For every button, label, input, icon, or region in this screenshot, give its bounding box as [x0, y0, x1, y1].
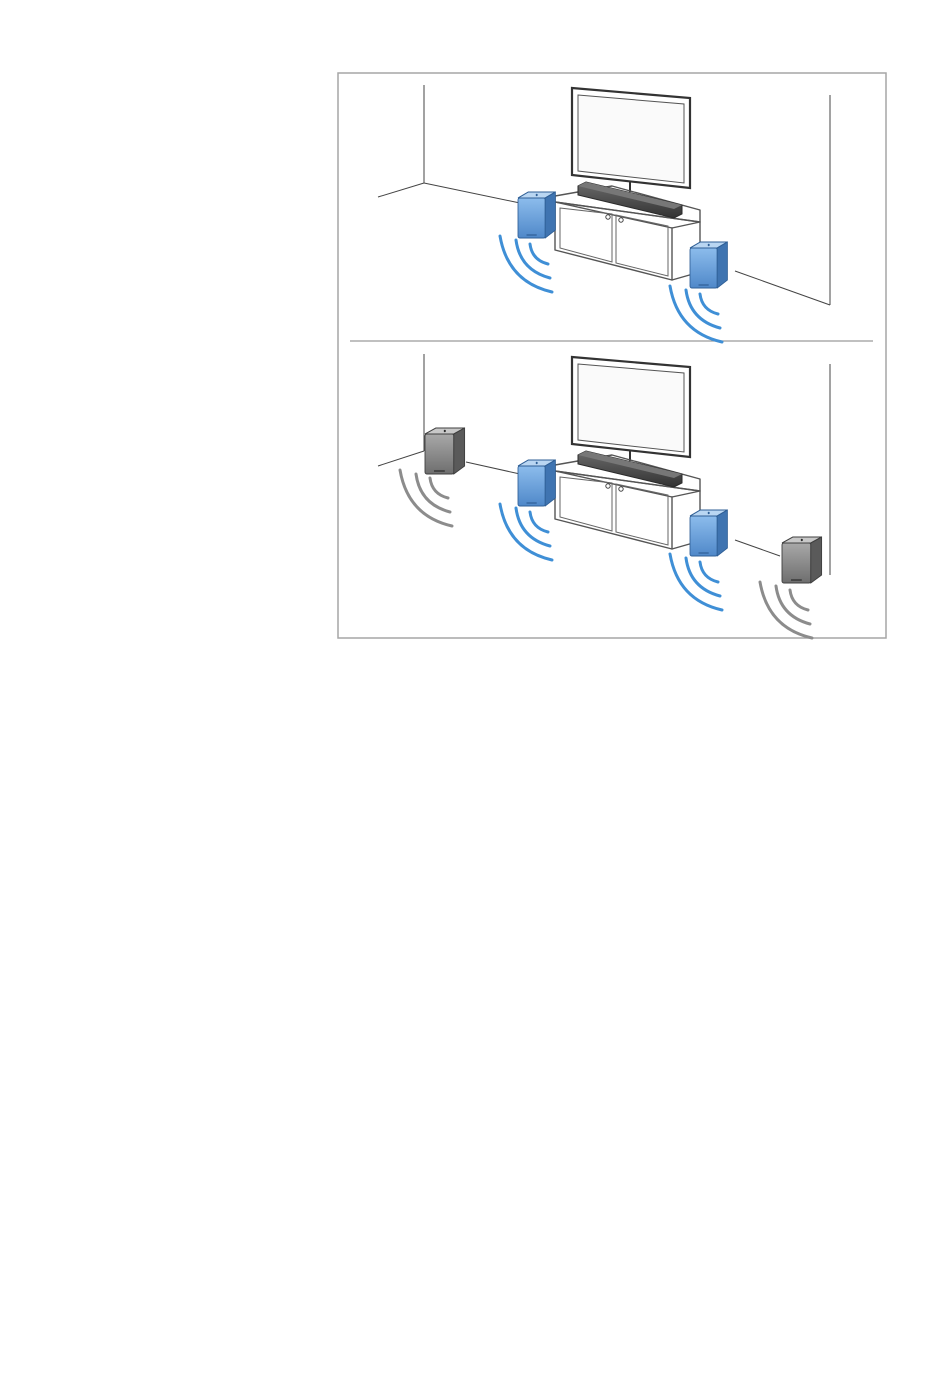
tv-icon	[572, 88, 690, 192]
front-speaker-left	[518, 192, 555, 238]
rear-speaker-left	[425, 428, 465, 474]
rear-speaker-right	[782, 537, 822, 583]
front-speaker-right	[690, 242, 727, 288]
front-speaker-right	[690, 510, 727, 556]
tv-icon	[572, 357, 690, 461]
front-speaker-left	[518, 460, 555, 506]
